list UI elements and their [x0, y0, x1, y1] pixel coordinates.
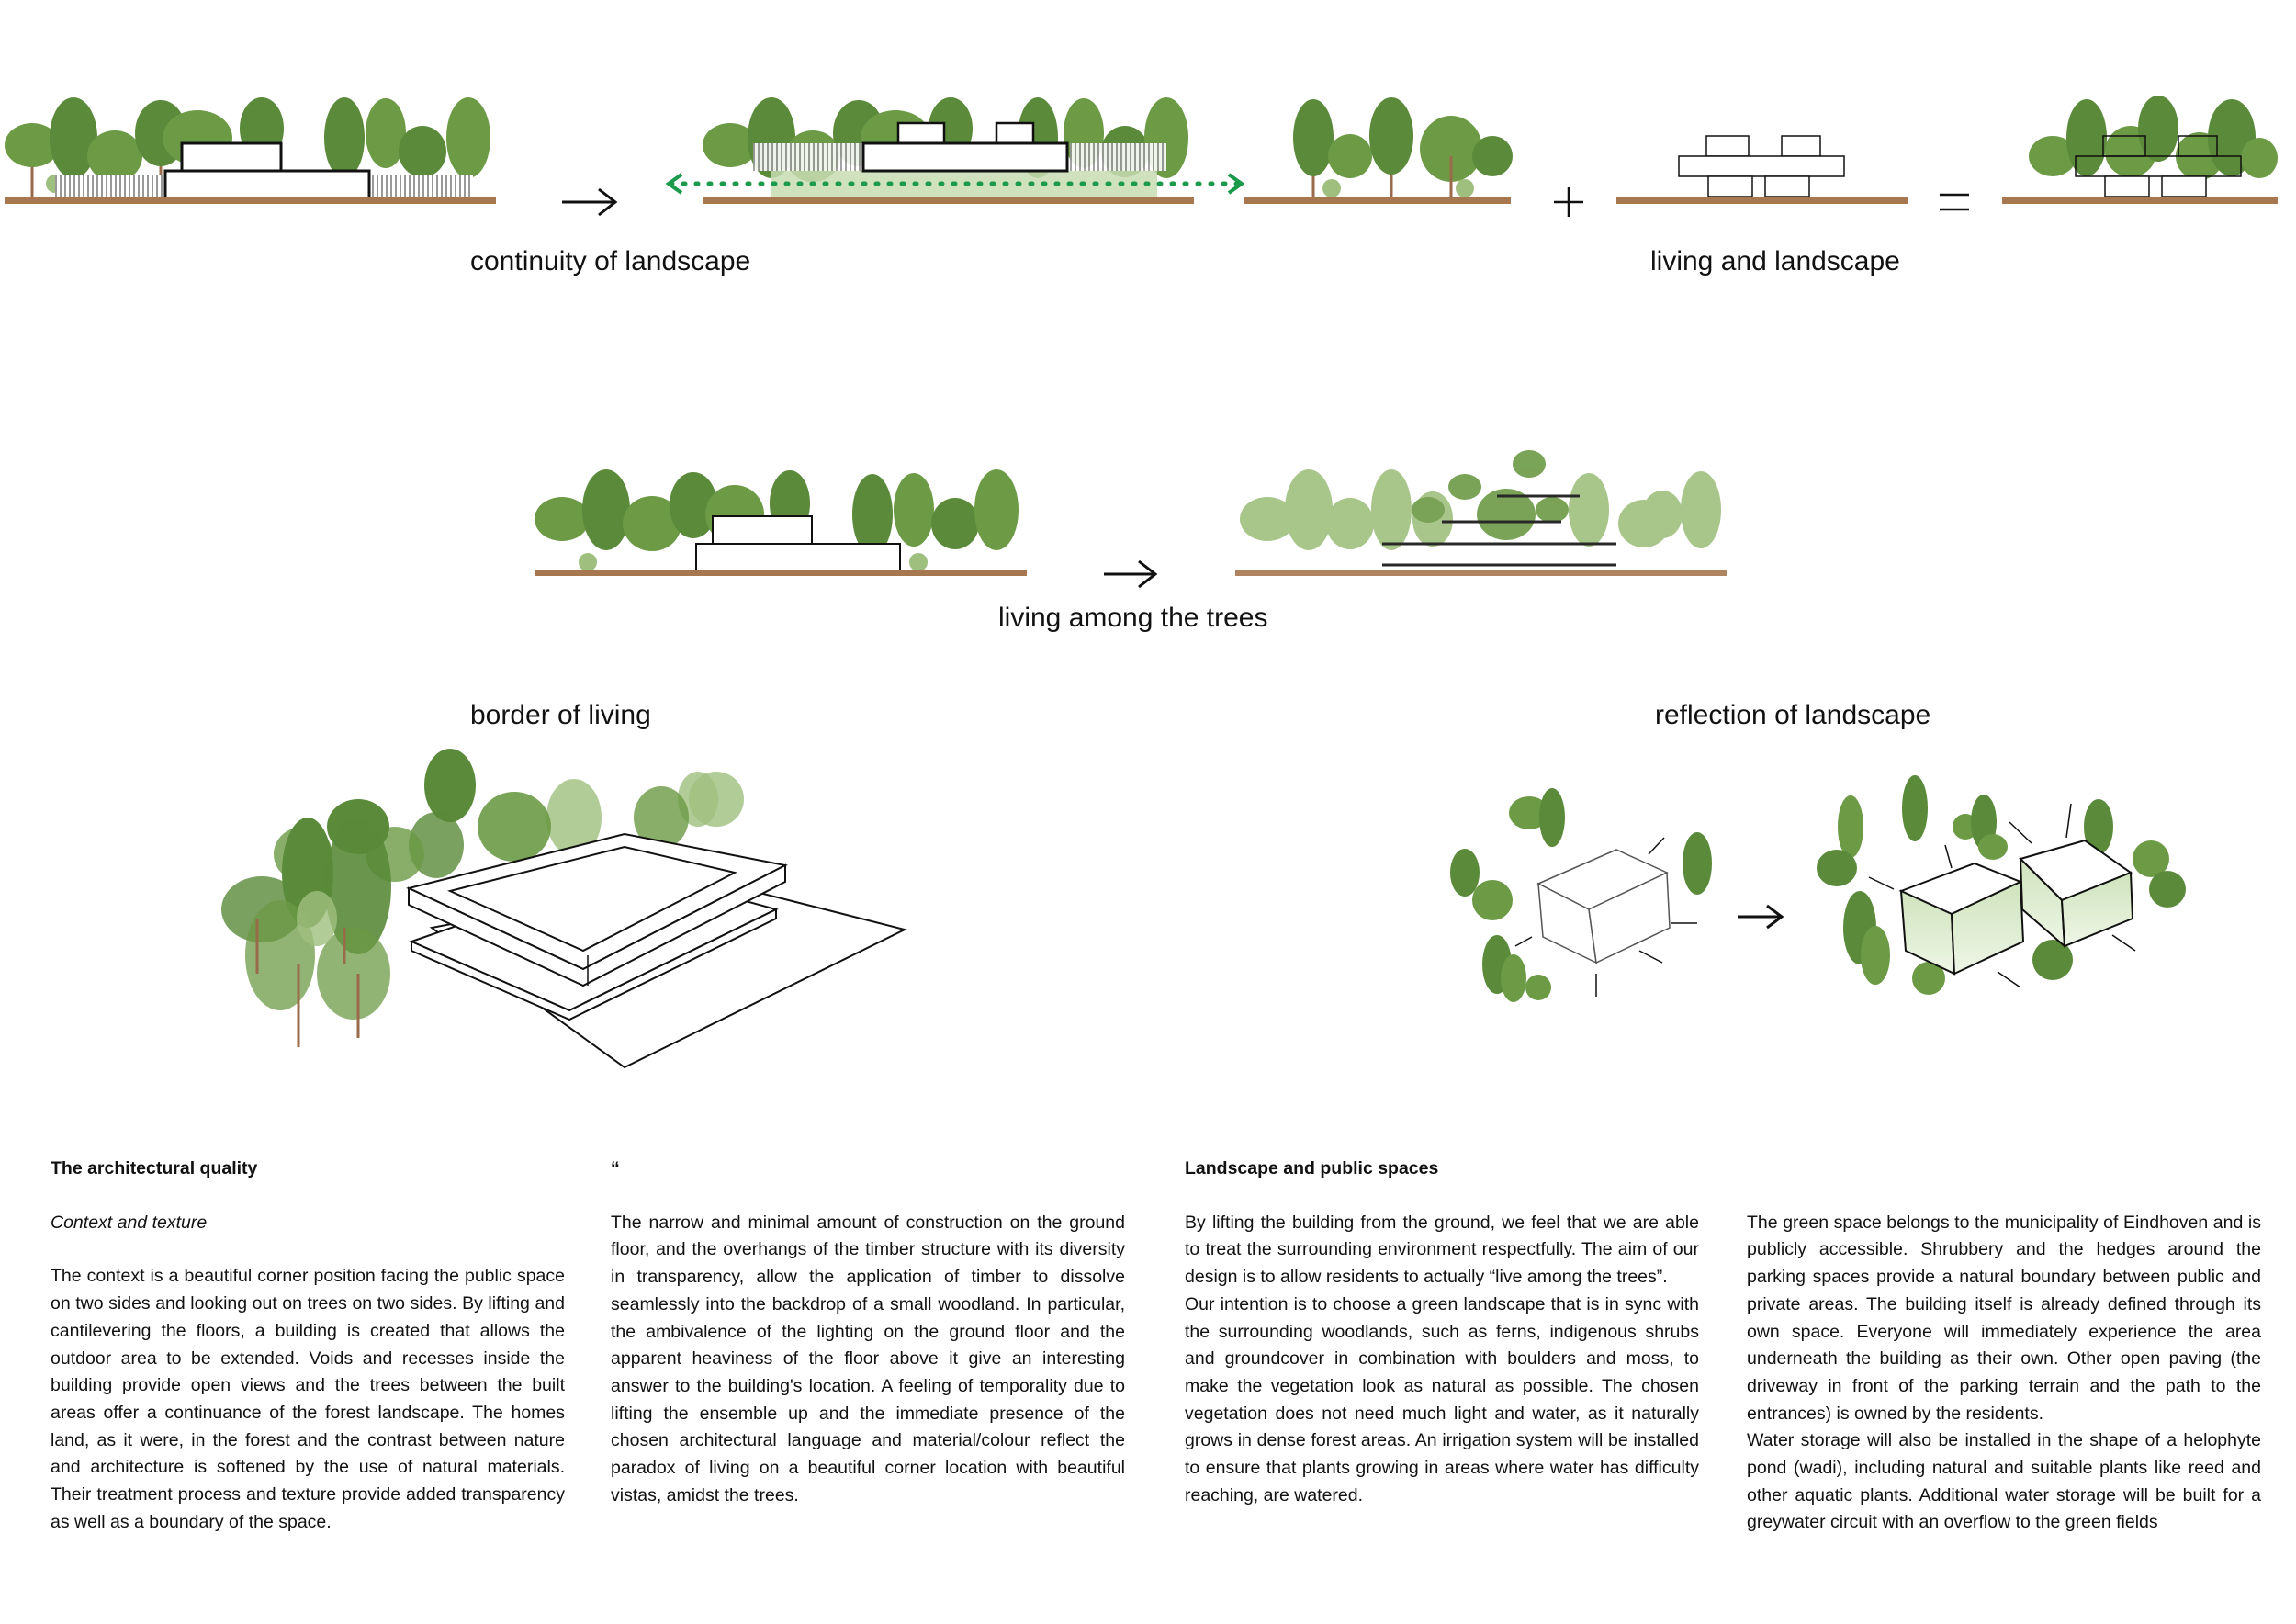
column-paragraph: By lifting the building from the ground,…	[1185, 1212, 1699, 1288]
column-heading: “	[611, 1158, 620, 1179]
column-paragraph: The context is a beautiful corner positi…	[51, 1266, 565, 1532]
arrow-right-icon	[1738, 904, 1784, 930]
text-column-architectural-quality: The architectural quality Context and te…	[51, 1156, 565, 1536]
column-heading	[1747, 1156, 2261, 1183]
arrow-right-icon	[1104, 559, 1158, 589]
diagram-among-trees-after	[1235, 450, 1727, 576]
column-paragraph: The green space belongs to the municipal…	[1747, 1212, 2261, 1424]
diagram-combined	[2002, 96, 2278, 204]
column-subheading: Context and texture	[51, 1212, 208, 1233]
arrow-right-icon	[562, 187, 618, 217]
column-heading: The architectural quality	[51, 1158, 258, 1179]
diagram-border-of-living	[221, 749, 907, 1069]
diagram-reflection-after	[1817, 775, 2186, 995]
diagram-living-boxes	[1616, 135, 1908, 204]
plus-icon	[1554, 187, 1583, 217]
diagram-trees-only	[1244, 97, 1513, 204]
concept-diagrams	[5, 96, 2278, 1069]
diagram-among-trees-before	[535, 469, 1027, 576]
column-paragraph: The narrow and minimal amount of constru…	[611, 1212, 1125, 1506]
caption-continuity-of-landscape: continuity of landscape	[470, 246, 751, 276]
column-paragraph: Water storage will also be installed in …	[1747, 1430, 2261, 1533]
diagram-continuity-before	[5, 97, 496, 204]
text-column-green-space: The green space belongs to the municipal…	[1747, 1156, 2261, 1537]
diagram-continuity-after	[665, 97, 1245, 204]
caption-living-and-landscape: living and landscape	[1650, 246, 1900, 276]
column-heading: Landscape and public spaces	[1185, 1158, 1439, 1179]
text-column-landscape-public-spaces: Landscape and public spaces By lifting t…	[1185, 1156, 1699, 1509]
diagram-reflection-before	[1450, 788, 1712, 1002]
caption-living-among-the-trees: living among the trees	[998, 603, 1268, 633]
caption-border-of-living: border of living	[470, 700, 651, 730]
text-column-timber: “ The narrow and minimal amount of const…	[611, 1156, 1125, 1509]
equals-icon	[1940, 193, 1969, 211]
caption-reflection-of-landscape: reflection of landscape	[1655, 700, 1931, 730]
column-paragraph: Our intention is to choose a green lands…	[1185, 1293, 1699, 1506]
